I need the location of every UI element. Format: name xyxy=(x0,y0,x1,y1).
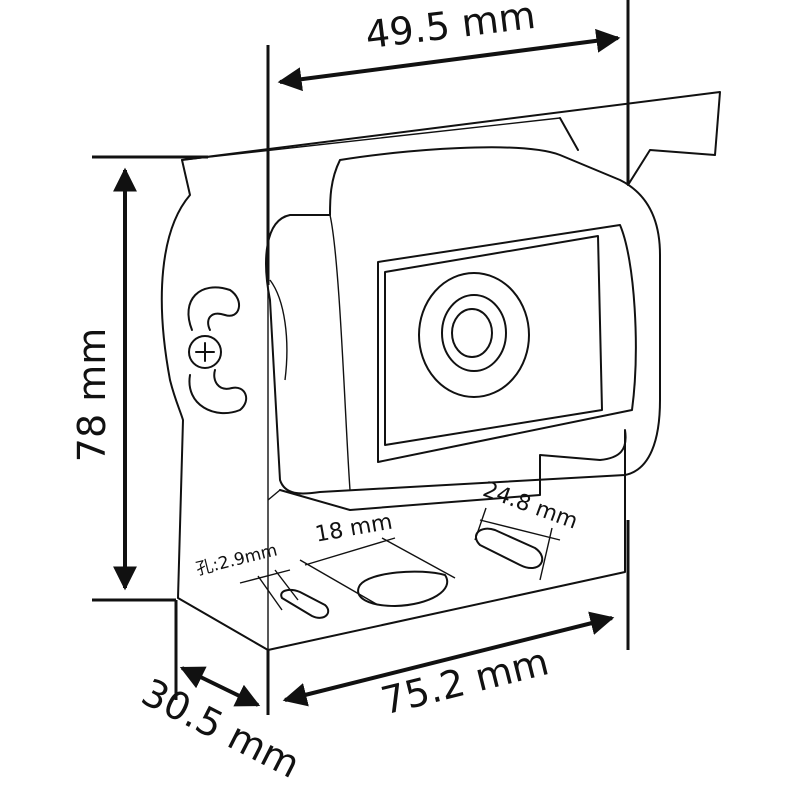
mount-hole-left xyxy=(280,589,330,619)
dimension-labels: 49.5 mm 78 mm 30.5 mm 75.2 mm 18 mm 24.8… xyxy=(70,0,581,787)
base-plate xyxy=(267,429,627,651)
sun-visor xyxy=(181,91,721,186)
label-height: 78 mm xyxy=(70,328,114,462)
camera-housing xyxy=(265,146,661,495)
label-top-width: 49.5 mm xyxy=(363,0,538,57)
lens-ring xyxy=(441,294,507,372)
lens-center xyxy=(451,308,493,358)
label-base-width: 75.2 mm xyxy=(377,639,553,723)
mount-slot-right xyxy=(475,527,544,569)
mount-slot-center xyxy=(357,570,448,607)
dimension-lines xyxy=(92,0,630,715)
arrow-base-width xyxy=(282,611,615,707)
arrow-depth xyxy=(179,666,261,707)
side-bracket xyxy=(160,159,269,651)
lens-window-outer xyxy=(377,224,637,463)
screw-head xyxy=(188,335,222,369)
arrow-top-width xyxy=(277,28,621,92)
label-slot-right: 24.8 mm xyxy=(480,477,581,534)
label-hole: 孔:2.9mm xyxy=(194,540,279,579)
camera-outline xyxy=(160,91,721,651)
side-knob-lower xyxy=(188,369,248,415)
side-knob-upper xyxy=(187,286,240,331)
lens-outer xyxy=(418,272,530,398)
lens-window-inner xyxy=(384,235,603,446)
